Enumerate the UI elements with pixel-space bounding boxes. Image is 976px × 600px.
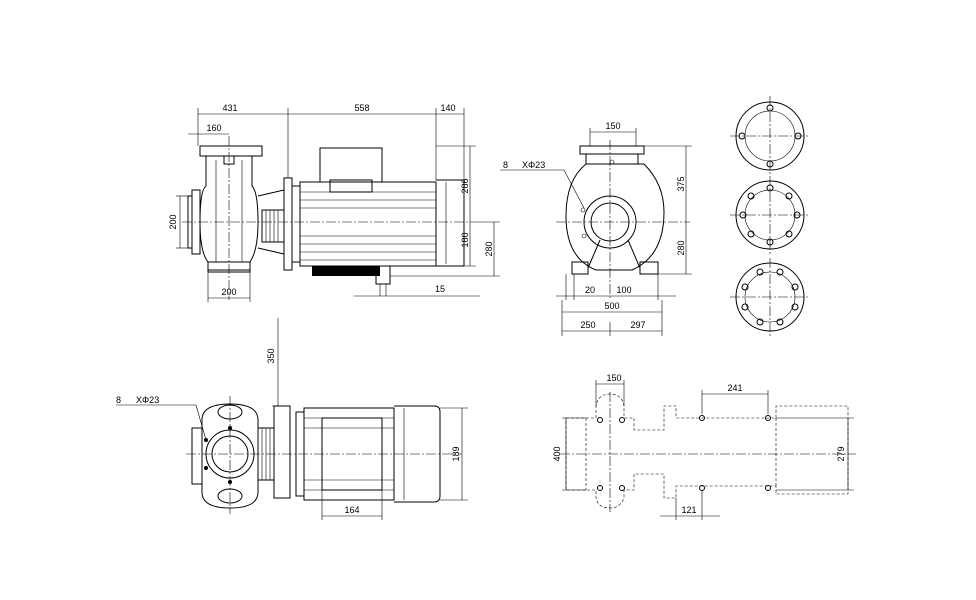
top-holes-count: 8 — [116, 395, 121, 405]
front-dim-280: 280 — [676, 240, 686, 255]
dim-431: 431 — [222, 103, 237, 113]
front-dim-150: 150 — [605, 121, 620, 131]
top-holes-diameter: XΦ23 — [136, 395, 159, 405]
plan-dim-400: 400 — [552, 446, 562, 461]
flange-view-1 — [730, 96, 810, 176]
dim-15: 15 — [435, 284, 445, 294]
front-holes-count: 8 — [503, 160, 508, 170]
top-dim-189: 189 — [451, 446, 461, 461]
front-holes-diameter: XΦ23 — [522, 160, 545, 170]
front-dim-500: 500 — [604, 301, 619, 311]
dim-160: 160 — [206, 123, 221, 133]
front-dim-100: 100 — [616, 285, 631, 295]
dim-286: 286 — [460, 178, 470, 193]
top-dim-350: 350 — [266, 348, 276, 363]
flange-view-3 — [730, 258, 810, 336]
front-view: 8 XΦ23 150 375 280 20 100 500 250 297 — [500, 121, 692, 336]
flange-view-2 — [730, 176, 810, 254]
side-view: 431 558 140 160 200 200 286 180 280 — [168, 103, 500, 302]
top-view: 8 XΦ23 350 189 164 — [116, 318, 468, 520]
dim-200-horizontal: 200 — [221, 287, 236, 297]
dim-558: 558 — [354, 103, 369, 113]
plan-dim-121: 121 — [681, 505, 696, 515]
dim-180: 180 — [460, 232, 470, 247]
plan-dim-150: 150 — [606, 373, 621, 383]
front-dim-297: 297 — [630, 320, 645, 330]
plan-view: 150 241 400 279 121 — [552, 373, 856, 520]
dim-200-vertical: 200 — [168, 214, 178, 229]
dim-280: 280 — [484, 241, 494, 256]
front-dim-20: 20 — [585, 285, 595, 295]
top-dim-164: 164 — [344, 505, 359, 515]
dim-140: 140 — [440, 103, 455, 113]
plan-dim-279: 279 — [836, 446, 846, 461]
front-dim-375: 375 — [676, 176, 686, 191]
plan-dim-241: 241 — [727, 383, 742, 393]
front-dim-250: 250 — [580, 320, 595, 330]
